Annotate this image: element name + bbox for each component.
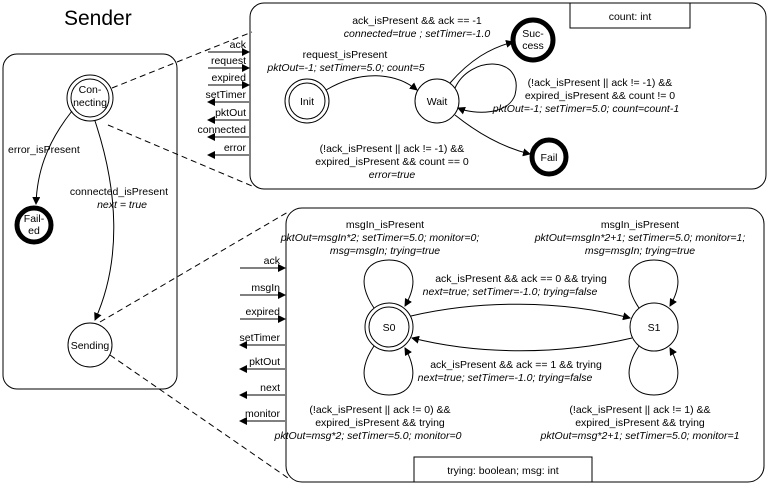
- connecting-var-box: [569, 2, 691, 29]
- state-failed: [14, 205, 54, 245]
- label-fail-guard-2: expired_isPresent && count == 0: [315, 156, 469, 168]
- transition-s0-selfloop-bottom: [363, 345, 414, 396]
- transition-s1-selfloop-top: [628, 259, 679, 309]
- port-settimer: setTimer: [206, 89, 247, 101]
- sending-ports: ack msgIn expired setTimer pktOut next m…: [239, 255, 286, 425]
- label-s0-msgin-action-2: msg=msgIn; trying=true: [330, 245, 440, 257]
- state-fail: [529, 137, 569, 177]
- label-connected-ispresent: connected_isPresent: [70, 186, 168, 198]
- transition-init-wait: [325, 75, 418, 91]
- port-expired-2: expired: [246, 306, 281, 318]
- zoom-line-connecting-bottom: [107, 124, 253, 187]
- label-s1-timeout-guard-2: expired_isPresent && trying: [575, 417, 705, 429]
- port-ack-2: ack: [264, 255, 281, 267]
- state-sending-label: Sending: [71, 340, 110, 352]
- label-ack-minus1: ack_isPresent && ack == -1: [352, 15, 482, 27]
- state-s1-label: S1: [648, 322, 661, 334]
- label-request-ispresent: request_isPresent: [303, 49, 388, 61]
- port-next: next: [260, 382, 280, 394]
- label-fail-action: error=true: [369, 169, 416, 181]
- label-s0-msgin-action-1: pktOut=msgIn*2; setTimer=5.0; monitor=0;: [280, 232, 480, 244]
- transition-connected: [94, 120, 115, 321]
- state-connecting-label-2: necting: [73, 97, 107, 109]
- zoom-line-sending-bottom: [109, 354, 289, 479]
- label-s1-msgin-action-1: pktOut=msgIn*2+1; setTimer=5.0; monitor=…: [534, 232, 746, 244]
- label-ack0-action: next=true; setTimer=-1.0; trying=false: [423, 286, 598, 298]
- label-s1-timeout-action: pktOut=msg*2+1; setTimer=5.0; monitor=1: [540, 430, 740, 442]
- state-connecting-inner: [70, 78, 110, 118]
- label-retry-action: pktOut=-1; setTimer=5.0; count=count-1: [492, 103, 679, 115]
- label-s1-timeout-guard-1: (!ack_isPresent || ack != 1) &&: [569, 404, 710, 416]
- state-connecting-label-1: Con-: [79, 84, 102, 96]
- transition-s0-selfloop-top: [363, 259, 414, 309]
- label-request-action: pktOut=-1; setTimer=5.0; count=5: [266, 62, 424, 74]
- transition-s0-s1: [410, 303, 631, 321]
- transition-s1-selfloop-bottom: [628, 345, 679, 396]
- transition-s1-s0: [411, 335, 633, 352]
- sending-var-decl: trying: boolean; msg: int: [447, 465, 559, 477]
- state-s1: [629, 302, 679, 352]
- port-pktout: pktOut: [215, 107, 246, 119]
- state-success-label-2: cess: [522, 40, 544, 52]
- port-monitor: monitor: [245, 408, 281, 420]
- label-s0-msgin: msgIn_isPresent: [346, 219, 424, 231]
- state-wait: [414, 78, 460, 124]
- label-s0-timeout-action: pktOut=msg*2; setTimer=5.0; monitor=0: [274, 430, 462, 442]
- label-retry-guard-1: (!ack_isPresent || ack != -1) &&: [528, 77, 673, 89]
- state-failed-label-1: Fail-: [24, 213, 45, 225]
- port-expired: expired: [212, 72, 247, 84]
- state-wait-label: Wait: [427, 96, 448, 108]
- connecting-ports: ack request expired setTimer pktOut conn…: [198, 39, 250, 159]
- connecting-frame: [249, 2, 767, 190]
- label-ack1-action: next=true; setTimer=-1.0; trying=false: [418, 372, 593, 384]
- state-init-label: Init: [300, 96, 314, 108]
- label-ack1: ack_isPresent && ack == 1 && trying: [430, 359, 602, 371]
- state-sending: [67, 322, 113, 368]
- port-pktout-2: pktOut: [249, 356, 280, 368]
- sender-frame: [2, 53, 178, 390]
- label-s0-timeout-guard-1: (!ack_isPresent || ack != 0) &&: [309, 404, 450, 416]
- port-error: error: [224, 142, 247, 154]
- zoom-line-connecting-top: [111, 31, 253, 89]
- sending-var-box: [413, 456, 593, 483]
- zoom-line-sending-top: [99, 211, 289, 323]
- state-s0-label: S0: [383, 322, 396, 334]
- label-fail-guard-1: (!ack_isPresent || ack != -1) &&: [320, 143, 465, 155]
- state-success-label-1: Suc-: [522, 28, 544, 40]
- transition-wait-fail: [454, 114, 531, 157]
- transition-wait-selfloop: [454, 63, 517, 115]
- state-failed-label-2: ed: [28, 225, 40, 237]
- state-init-inner: [288, 82, 326, 120]
- state-fail-label: Fail: [541, 152, 558, 164]
- port-msgin: msgIn: [251, 282, 280, 294]
- transition-wait-success: [449, 39, 514, 84]
- port-request: request: [211, 55, 246, 67]
- diagram-title: Sender: [64, 7, 132, 30]
- label-s0-timeout-guard-2: expired_isPresent && trying: [315, 417, 445, 429]
- state-s0-inner: [368, 306, 410, 348]
- label-retry-guard-2: expired_isPresent && count != 0: [525, 90, 675, 102]
- transition-error: [32, 110, 73, 205]
- connecting-var-decl: count: int: [609, 11, 652, 23]
- label-next-true: next = true: [97, 199, 147, 211]
- label-ack-minus1-action: connected=true ; setTimer=-1.0: [344, 28, 491, 40]
- port-ack: ack: [230, 39, 247, 51]
- label-error-ispresent: error_isPresent: [8, 144, 80, 156]
- port-connected: connected: [198, 124, 247, 136]
- label-s1-msgin: msgIn_isPresent: [601, 219, 679, 231]
- port-settimer-2: setTimer: [240, 332, 281, 344]
- label-s1-msgin-action-2: msg=msgIn; trying=true: [585, 245, 695, 257]
- label-ack0: ack_isPresent && ack == 0 && trying: [435, 273, 607, 285]
